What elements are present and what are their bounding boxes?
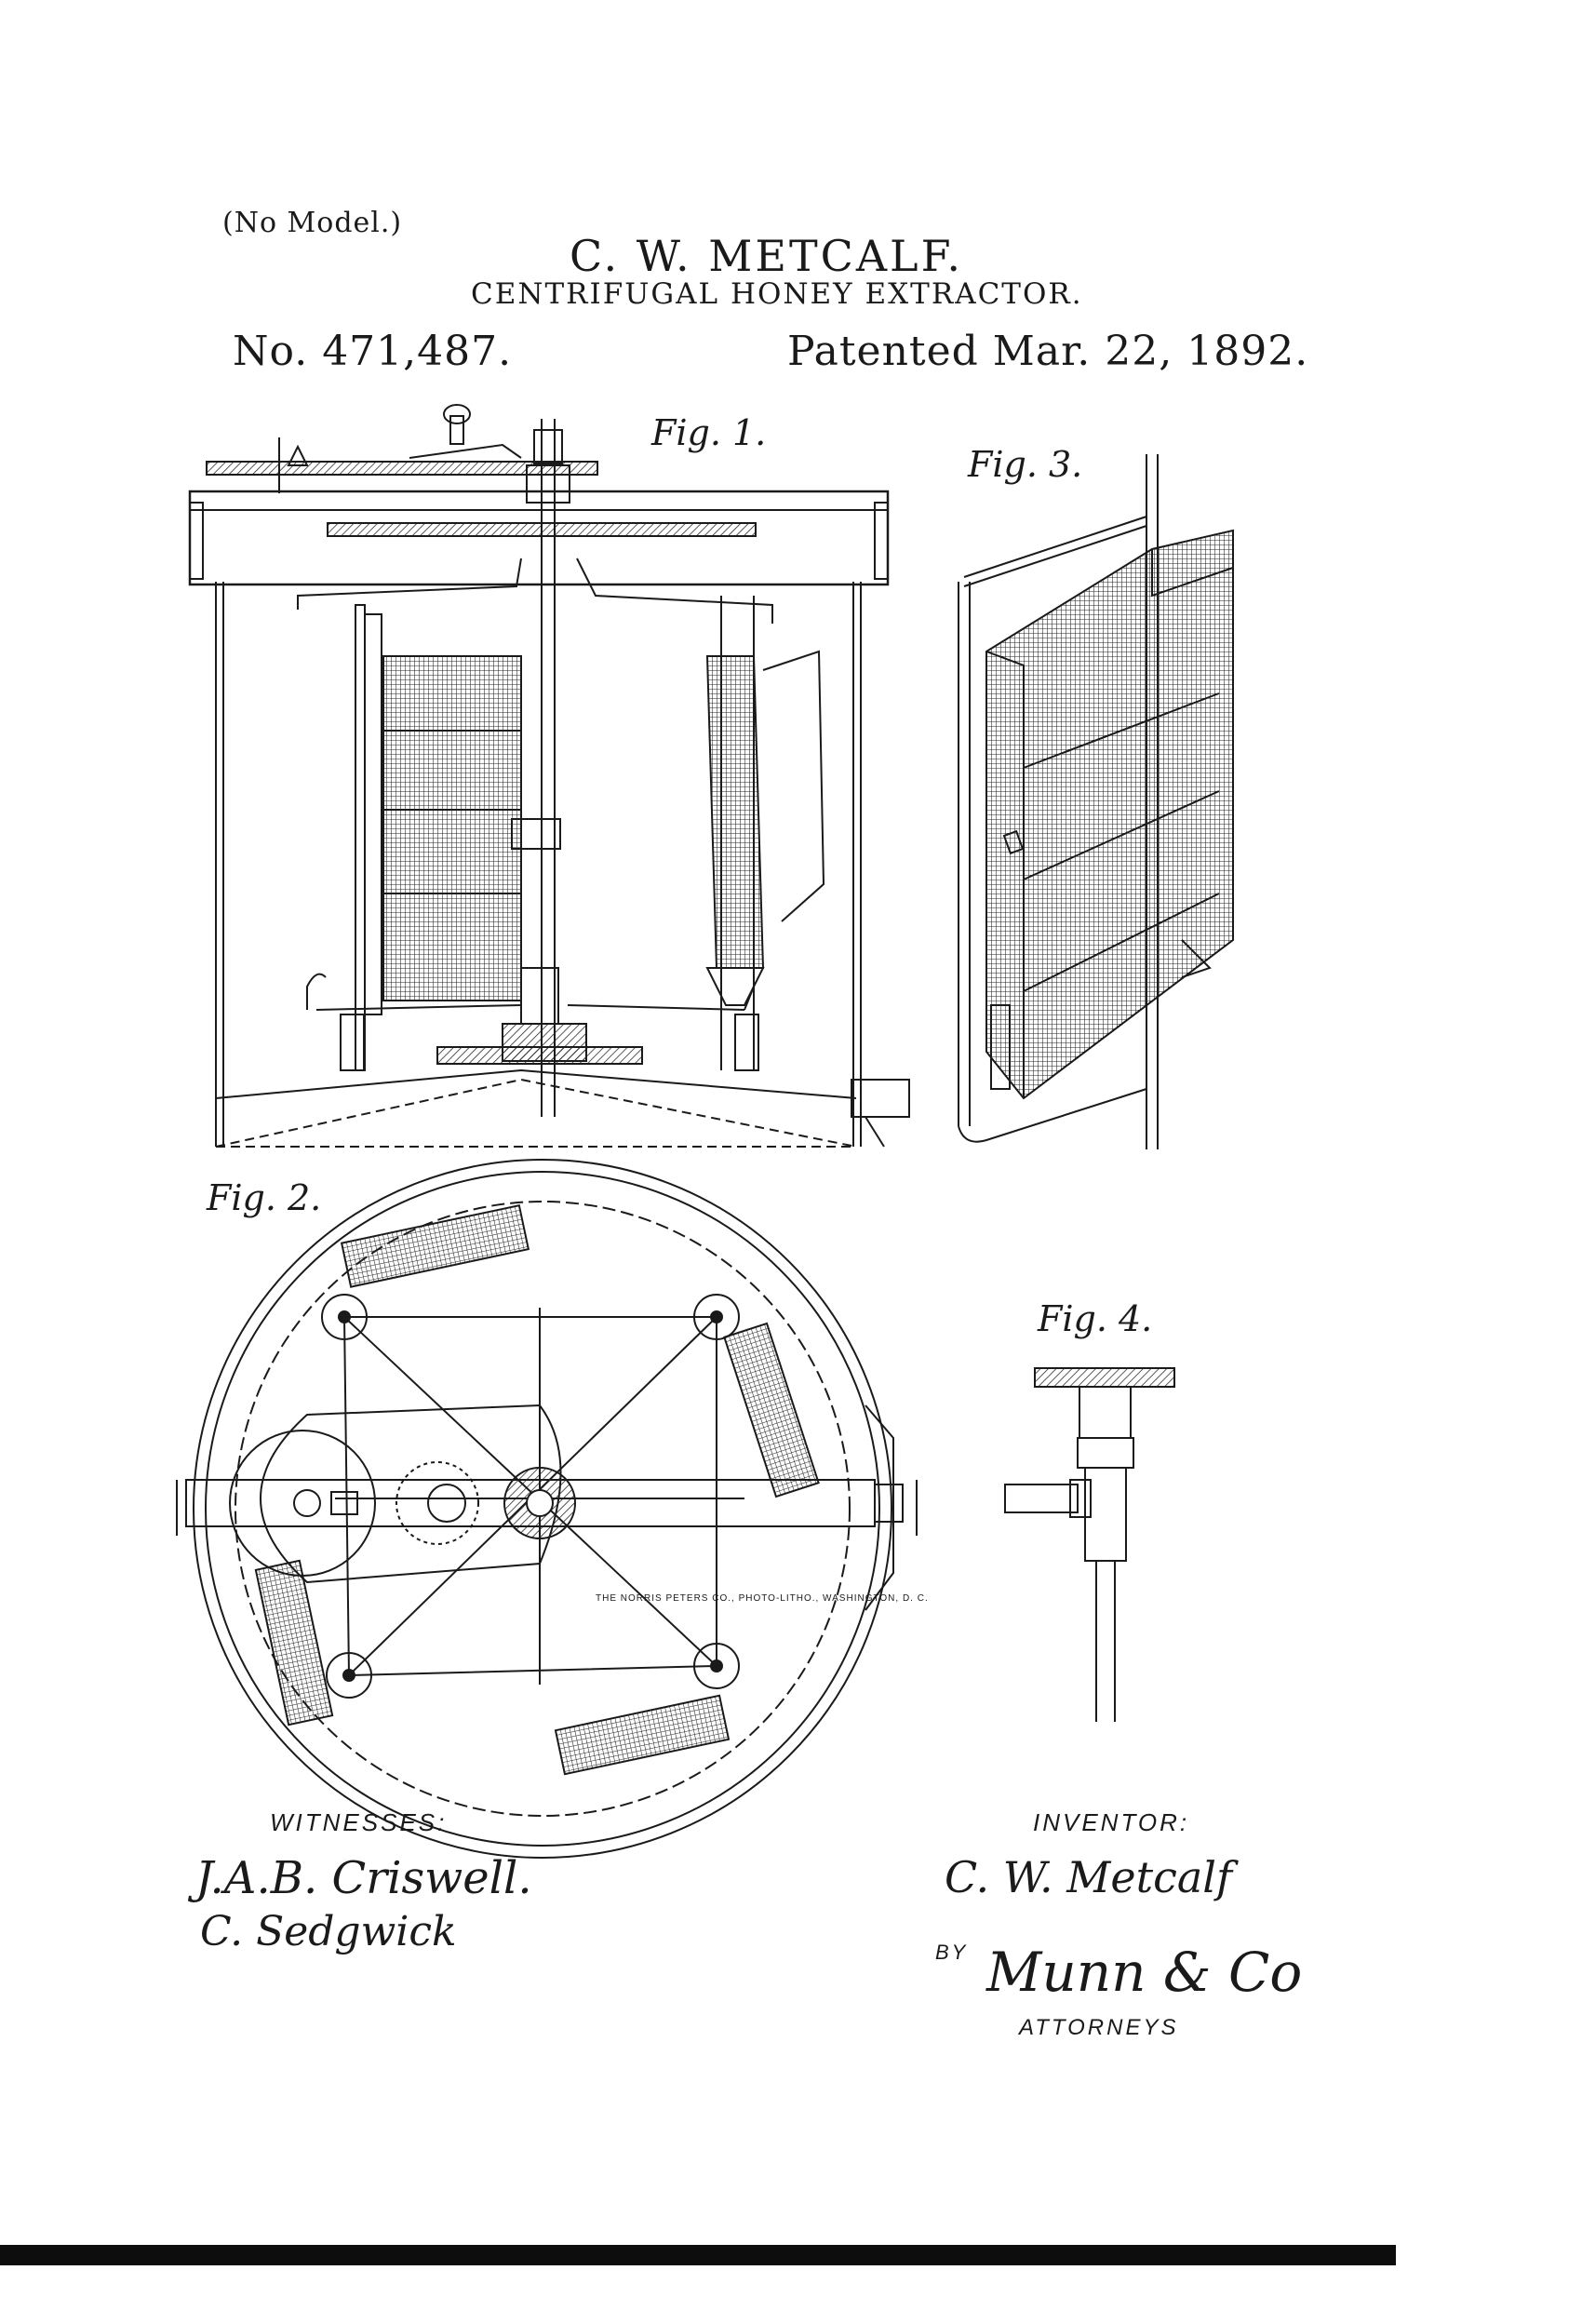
figure-1-drawing — [188, 404, 910, 1148]
witness-1-signature: J.A.B. Criswell. — [195, 1852, 532, 1904]
inventor-label: INVENTOR: — [1033, 1808, 1190, 1836]
witnesses-label: WITNESSES: — [270, 1808, 448, 1836]
witness-2-signature: C. Sedgwick — [200, 1908, 457, 1955]
patent-date: Patented Mar. 22, 1892. — [787, 328, 1309, 375]
figure-2-drawing — [176, 1159, 918, 1859]
printer-credit: THE NORRIS PETERS CO., PHOTO-LITHO., WAS… — [596, 1593, 929, 1604]
fig2-label: Fig. 2. — [206, 1177, 321, 1218]
scan-edge-bar — [0, 2245, 1396, 2265]
attorneys-label: ATTORNEYS — [1019, 2015, 1179, 2040]
inventor-name: C. W. METCALF. — [570, 231, 963, 281]
patent-number: No. 471,487. — [233, 328, 513, 375]
attorney-signature: Munn & Co — [986, 1941, 1303, 2004]
by-label: BY — [935, 1941, 969, 1964]
no-model-note: (No Model.) — [222, 207, 403, 239]
figure-4-drawing — [1004, 1367, 1175, 1722]
figure-3-drawing — [958, 454, 1234, 1149]
fig4-label: Fig. 4. — [1037, 1298, 1152, 1339]
invention-title: CENTRIFUGAL HONEY EXTRACTOR. — [471, 277, 1083, 311]
inventor-signature: C. W. Metcalf — [945, 1852, 1233, 1902]
fig1-label: Fig. 1. — [650, 412, 766, 453]
fig3-label: Fig. 3. — [967, 444, 1082, 485]
